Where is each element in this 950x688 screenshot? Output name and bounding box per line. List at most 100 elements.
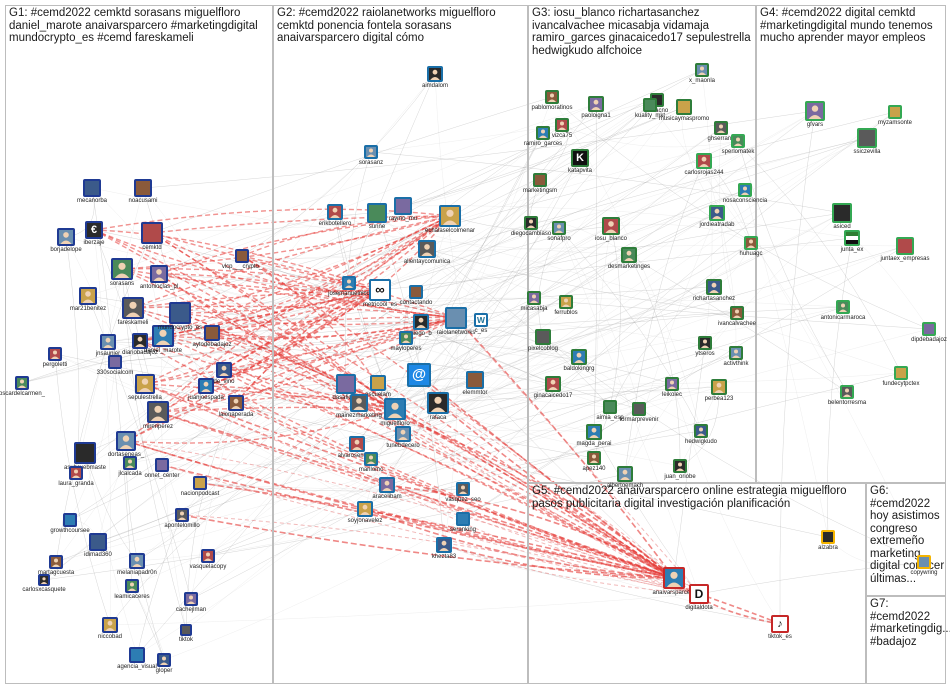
node-martagcuesta[interactable] [49, 555, 63, 569]
node-escuelam[interactable] [370, 375, 386, 391]
node-leikolec[interactable] [665, 377, 679, 391]
node-mirenperez[interactable] [147, 401, 169, 423]
node-richartasanchez[interactable] [706, 279, 722, 295]
node-onnet_center[interactable] [155, 458, 169, 472]
node-belentorresma[interactable] [840, 385, 854, 399]
node-laionaperada[interactable] [228, 395, 244, 411]
node-echalaselcolmenar[interactable] [439, 205, 461, 227]
node-carlosrojas244[interactable] [696, 153, 712, 169]
node-aracelibam[interactable] [379, 477, 395, 493]
node-idimad360[interactable] [89, 533, 107, 551]
node-rafaca[interactable] [427, 392, 449, 414]
node-diegocambiaso[interactable] [524, 216, 538, 230]
node-hedwigkudo[interactable] [694, 424, 708, 438]
node-nacionpodcast[interactable] [193, 476, 207, 490]
node-seranking[interactable] [456, 512, 470, 526]
node-micasabja[interactable] [527, 291, 541, 305]
node-ferrublos[interactable] [559, 295, 573, 309]
node-aimia_esp[interactable] [603, 400, 617, 414]
node-formarprevenir[interactable] [632, 402, 646, 416]
node-kuality_mkt[interactable] [643, 98, 657, 112]
node-copywring[interactable] [917, 555, 931, 569]
node-oscardelcarmen_[interactable] [15, 376, 29, 390]
node-musicaymaspromo[interactable] [676, 99, 692, 115]
node-pablomoratinos[interactable] [545, 90, 559, 104]
node-vlcp_crypto[interactable] [235, 249, 249, 263]
node-marilomc[interactable] [364, 452, 378, 466]
node-pergoletti[interactable] [48, 347, 62, 361]
node-gloper[interactable] [157, 653, 171, 667]
node-de_vino[interactable] [216, 362, 232, 378]
node-contactando[interactable] [409, 285, 423, 299]
node-wordpress[interactable]: W [474, 313, 488, 327]
node-sorasans[interactable] [111, 258, 133, 280]
node-jnsaunier[interactable] [100, 334, 116, 350]
node-apontelomillo[interactable] [175, 508, 189, 522]
node-mainezmarketing[interactable] [350, 394, 368, 412]
node-raymo_mu[interactable] [394, 197, 412, 215]
node-sepulestrella[interactable] [135, 374, 155, 394]
node-cachejlman[interactable] [184, 592, 198, 606]
node-growthcoursee[interactable] [63, 513, 77, 527]
node-tiktok_g1[interactable] [180, 624, 192, 636]
node-huhuagc[interactable] [744, 236, 758, 250]
node-perbea123[interactable] [711, 379, 727, 395]
node-agencia_visual[interactable] [129, 647, 145, 663]
node-iosu_blanco[interactable] [602, 217, 620, 235]
node-carlosxcasquete[interactable] [38, 574, 50, 586]
node-borjadelope[interactable] [57, 228, 75, 246]
node-pixelcoblog[interactable] [535, 329, 551, 345]
node-juntaex_empresas[interactable] [896, 237, 914, 255]
node-khezta83[interactable] [436, 537, 452, 553]
node-metricool_es[interactable]: ∞ [369, 279, 391, 301]
node-asuhcvebmaste[interactable] [74, 442, 96, 464]
node-alzabra[interactable] [821, 530, 835, 544]
node-ssiczevilla[interactable] [857, 128, 877, 148]
node-mecanorba[interactable] [83, 179, 101, 197]
node-fundecyt[interactable] [894, 366, 908, 380]
node-ytseros[interactable] [698, 336, 712, 350]
node-sperlomatek[interactable] [731, 134, 745, 148]
node-tiktok_es[interactable]: ♪ [771, 615, 789, 633]
node-sonafpro[interactable] [552, 221, 566, 235]
node-aytodebadajoz[interactable] [204, 325, 220, 341]
node-sunne[interactable] [367, 203, 387, 223]
node-vasquelacopy[interactable] [201, 549, 215, 563]
node-miguelfloro[interactable] [384, 398, 406, 420]
node-ivancalvachee[interactable] [730, 306, 744, 320]
node-jordieatradab[interactable] [709, 205, 725, 221]
node-myzamsonte[interactable] [888, 105, 902, 119]
node-juanjoespada[interactable] [198, 378, 214, 394]
node-diego_b[interactable] [413, 314, 429, 330]
node-asiced[interactable] [832, 203, 852, 223]
node-junta_ex[interactable] [844, 230, 860, 246]
node-330socialcom[interactable] [108, 355, 122, 369]
node-katapvita[interactable]: K [571, 149, 589, 167]
node-dasafiolita[interactable] [336, 374, 356, 394]
node-digitaldota[interactable]: D [689, 584, 709, 604]
node-dortaseneas_[interactable] [116, 431, 136, 451]
node-sorasanz[interactable] [364, 145, 378, 159]
node-marketingsm[interactable] [533, 173, 547, 187]
node-ginacaicedo17[interactable] [545, 376, 561, 392]
node-antonioclas_pl[interactable] [150, 265, 168, 283]
node-desmarketinges[interactable] [621, 247, 637, 263]
node-vizca75[interactable] [555, 118, 569, 132]
node-apez140[interactable] [587, 451, 601, 465]
node-paoloigna1[interactable] [588, 96, 604, 112]
node-alientaycomunica[interactable] [418, 240, 436, 258]
node-activthink[interactable] [729, 346, 743, 360]
node-jlcalcada[interactable] [123, 456, 137, 470]
node-alvarosemeyal[interactable] [349, 436, 365, 452]
node-albertoemach[interactable] [617, 466, 633, 482]
node-nosaconsciencia[interactable] [738, 183, 752, 197]
node-mundocrypto_es[interactable] [169, 302, 191, 324]
node-fareskameli[interactable] [122, 297, 144, 319]
node-dipdebadajoz[interactable] [922, 322, 936, 336]
node-noacusami[interactable] [134, 179, 152, 197]
node-cemktd[interactable] [141, 222, 163, 244]
node-josemanuelnico[interactable] [342, 276, 356, 290]
node-anaivarsparcero[interactable] [663, 567, 685, 589]
node-baldokingrg[interactable] [571, 349, 587, 365]
node-x_maonla[interactable] [695, 63, 709, 77]
